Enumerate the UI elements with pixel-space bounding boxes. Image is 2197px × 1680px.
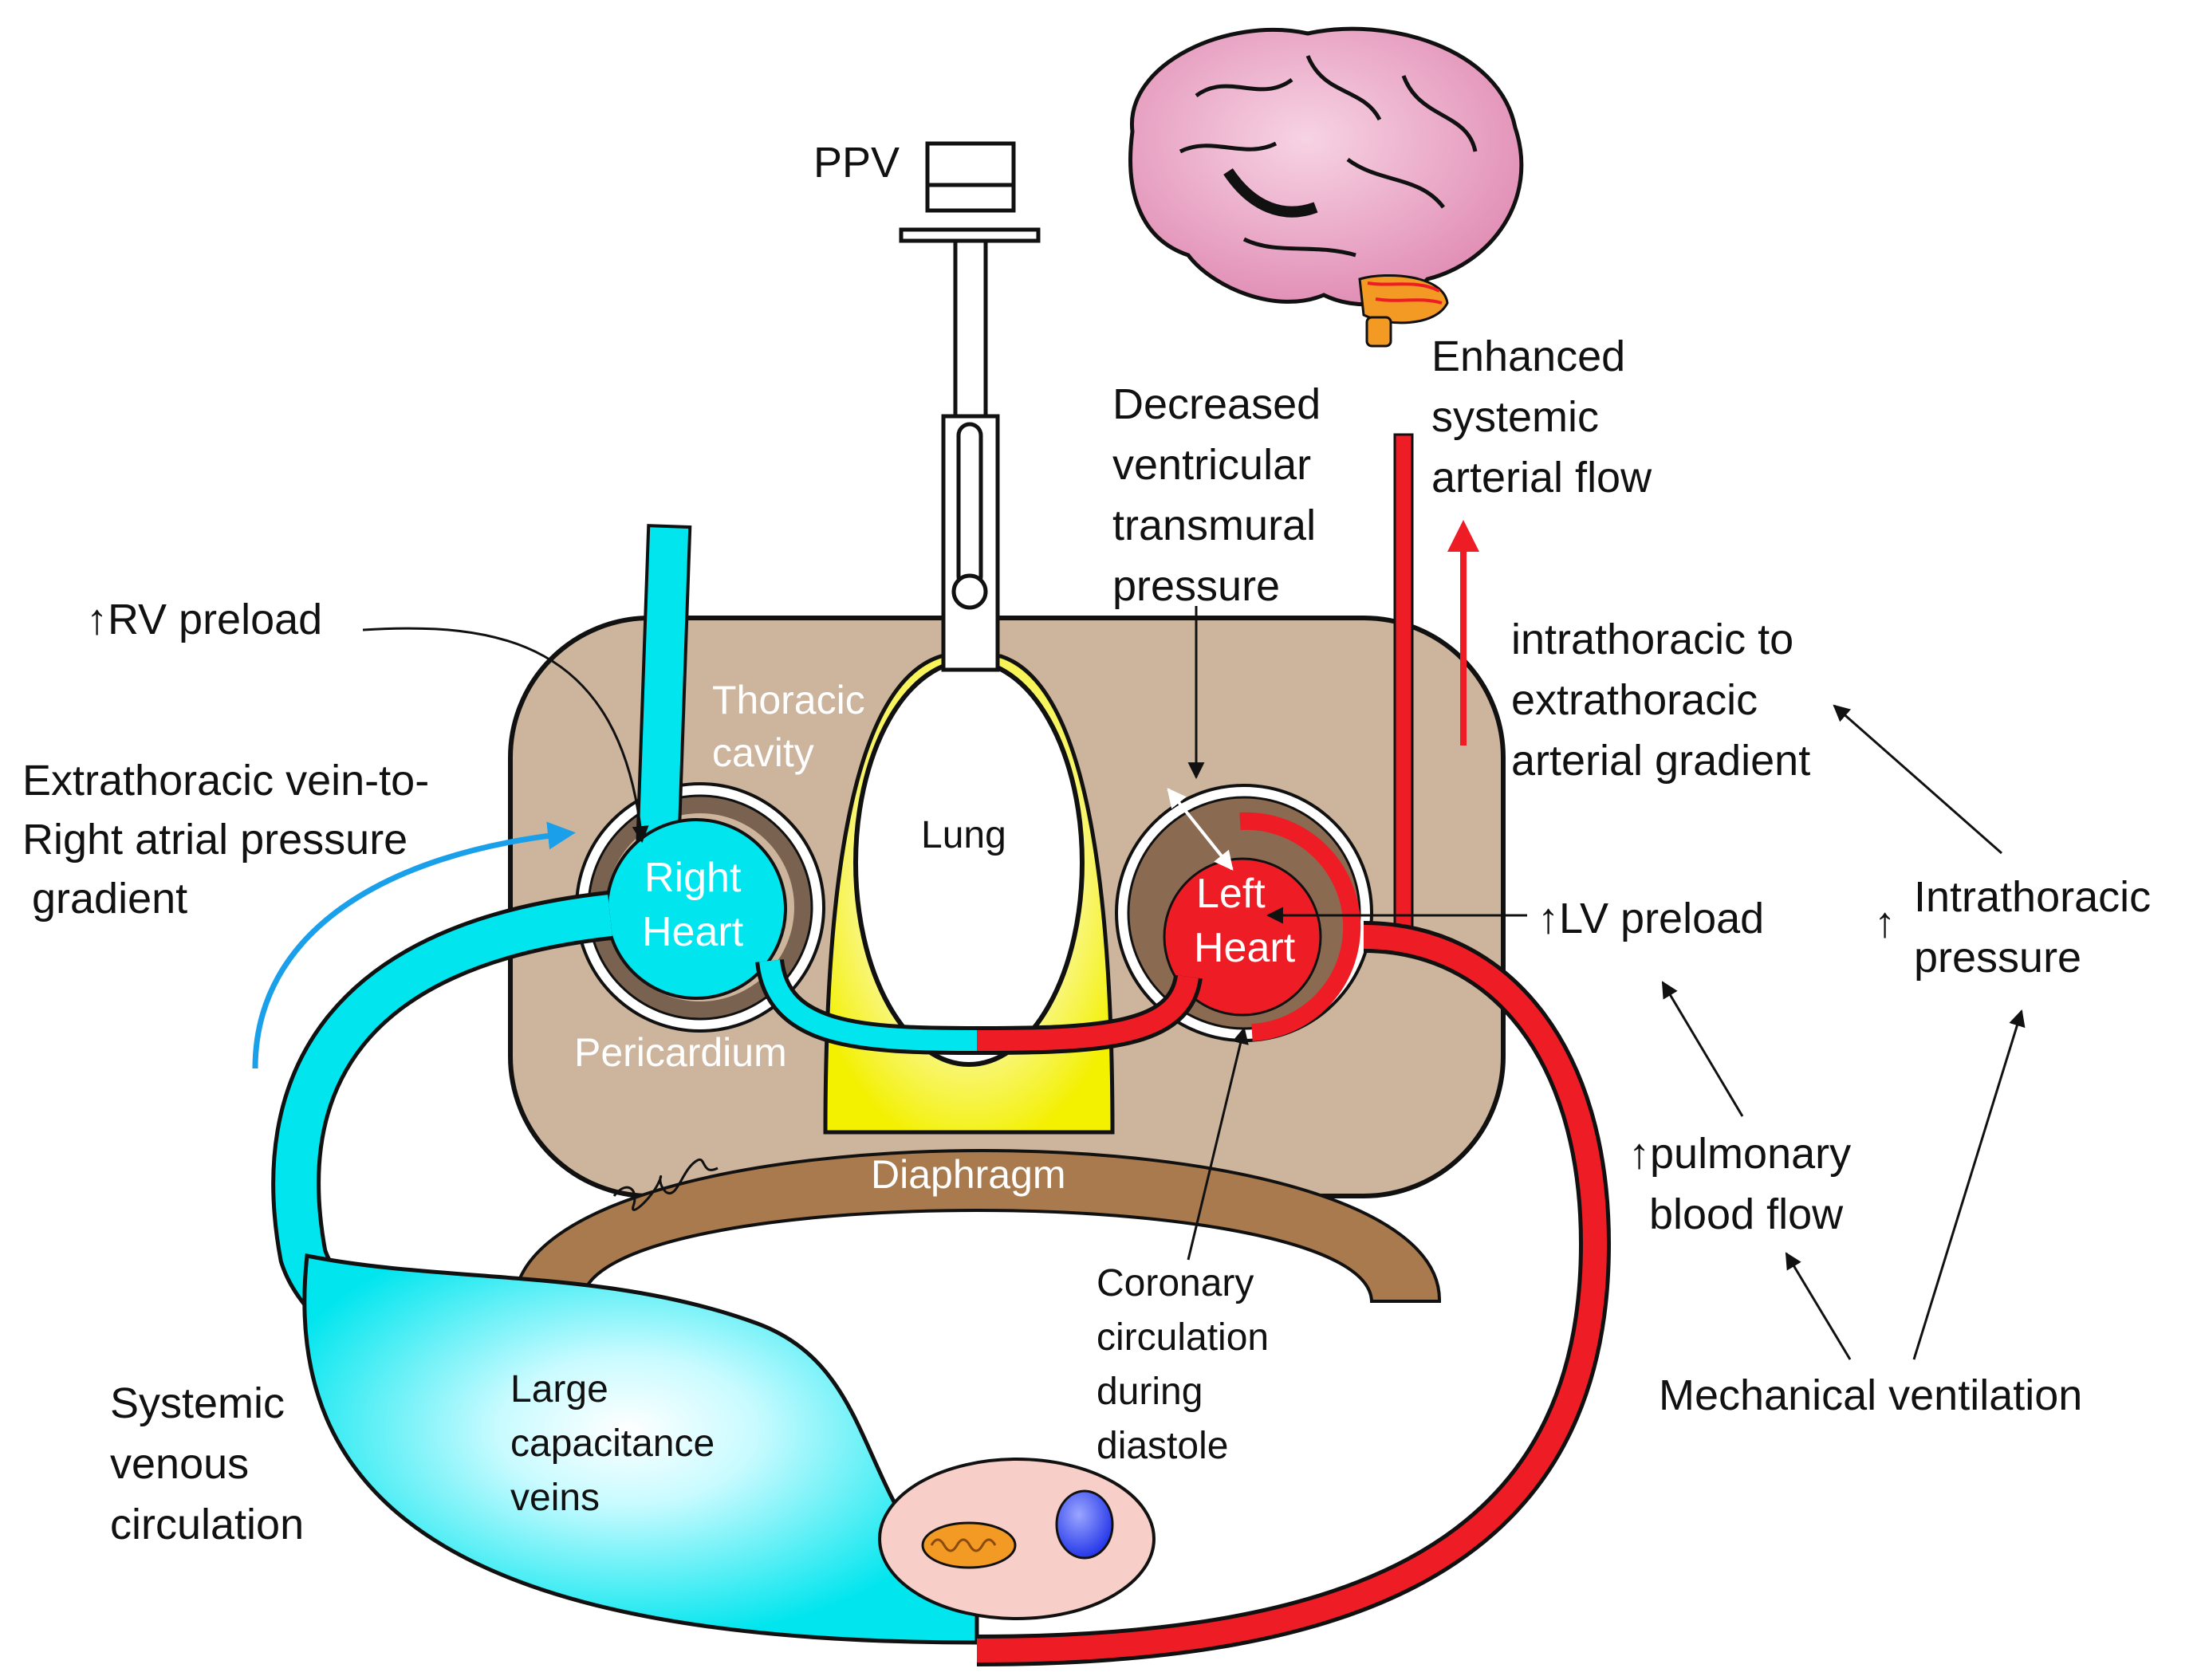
ventilation-to-pulmonary-arrow — [1785, 1252, 1852, 1360]
brain-icon — [1128, 26, 1524, 348]
left-heart-label: Left Heart — [1194, 871, 1296, 971]
diaphragm-label: Diaphragm — [871, 1152, 1066, 1197]
right-heart-label: Right Heart — [642, 855, 753, 955]
large-veins-label: Large capacitance veins — [510, 1368, 726, 1519]
venous-return-arrow — [252, 821, 576, 1069]
cell-icon — [878, 1458, 1156, 1620]
pericardial-space-arrow — [1167, 788, 1234, 871]
rv-preload-label: ↑RV preload — [86, 596, 322, 643]
enhanced-flow-label: Enhanced systemic arterial flow — [1431, 332, 1652, 502]
lv-preload-label: ↑LV preload — [1538, 895, 1764, 942]
lung — [853, 659, 1085, 1067]
pulmonary-to-lv-arrow — [1661, 981, 1744, 1117]
intrathoracic-pressure-arrow: ↑ — [1874, 899, 1896, 946]
rv-preload-arrow — [362, 627, 649, 844]
coronary-arrow — [1187, 1026, 1249, 1261]
signature-mark — [612, 1158, 719, 1211]
intra-extra-gradient-label: intrathoracic to extrathoracic arterial … — [1511, 616, 1810, 785]
extrathoracic-gradient-label: Extrathoracic vein-to- Right atrial pres… — [22, 757, 441, 923]
pressure-to-gradient-arrow — [1833, 704, 2002, 855]
pericardium-label: Pericardium — [574, 1030, 787, 1075]
ventilator-icon — [899, 141, 1041, 672]
thoracic-cavity-label: Thoracic cavity — [712, 678, 876, 775]
lung-label: Lung — [921, 814, 1006, 856]
ppv-label: PPV — [813, 139, 900, 187]
diaphragm — [512, 1149, 1442, 1303]
ventilation-to-pressure-arrow — [1912, 1009, 2026, 1360]
ascending-aorta — [1393, 433, 1414, 934]
systemic-venous-label: Systemic venous circulation — [110, 1379, 304, 1548]
coronary-label: Coronary circulation during diastole — [1097, 1262, 1279, 1467]
pulmonary-flow-label: ↑pulmonary blood flow — [1628, 1130, 1863, 1238]
mechanical-ventilation-label: Mechanical ventilation — [1659, 1371, 2082, 1419]
intrathoracic-pressure-label: Intrathoracic pressure — [1914, 873, 2163, 982]
decreased-transmural-label: Decreased ventricular transmural pressur… — [1112, 380, 1333, 610]
